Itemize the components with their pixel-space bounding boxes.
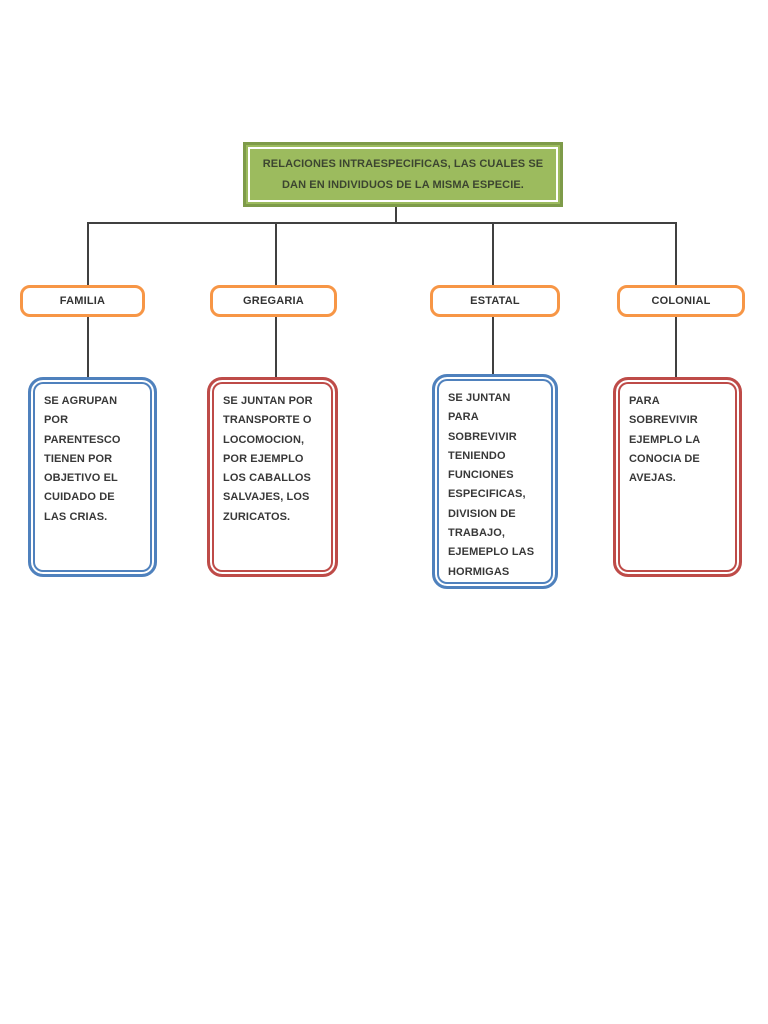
- connector-desc-estatal: [492, 317, 494, 374]
- category-label: COLONIAL: [651, 295, 711, 307]
- description-inner: SE JUNTAN PARA SOBREVIVIR TENIENDO FUNCI…: [435, 377, 555, 586]
- category-label: ESTATAL: [470, 295, 520, 307]
- connector-desc-colonial: [675, 317, 677, 377]
- description-node-gregaria: SE JUNTAN POR TRANSPORTE O LOCOMOCION, P…: [207, 377, 338, 577]
- description-inner: SE JUNTAN POR TRANSPORTE O LOCOMOCION, P…: [210, 380, 335, 574]
- category-label: FAMILIA: [59, 295, 106, 307]
- connector-drop-gregaria: [275, 222, 277, 285]
- description-inner: PARA SOBREVIVIR EJEMPLO LA CONOCIA DE AV…: [616, 380, 739, 574]
- title-node: RELACIONES INTRAESPECIFICAS, LAS CUALES …: [243, 142, 563, 207]
- category-node-colonial: COLONIAL: [617, 285, 745, 317]
- description-text: SE JUNTAN POR TRANSPORTE O LOCOMOCION, P…: [223, 395, 313, 523]
- category-node-familia: FAMILIA: [20, 285, 145, 317]
- connector-rail: [87, 222, 677, 224]
- connector-drop-estatal: [492, 222, 494, 285]
- connector-desc-gregaria: [275, 317, 277, 377]
- description-text: PARA SOBREVIVIR EJEMPLO LA CONOCIA DE AV…: [629, 395, 701, 485]
- description-node-estatal: SE JUNTAN PARA SOBREVIVIR TENIENDO FUNCI…: [432, 374, 558, 589]
- connector-drop-colonial: [675, 222, 677, 285]
- description-inner: SE AGRUPAN POR PARENTESCO TIENEN POR OBJ…: [31, 380, 154, 574]
- connector-desc-familia: [87, 317, 89, 377]
- description-text: SE AGRUPAN POR PARENTESCO TIENEN POR OBJ…: [44, 395, 121, 523]
- description-node-familia: SE AGRUPAN POR PARENTESCO TIENEN POR OBJ…: [28, 377, 157, 577]
- connector-drop-familia: [87, 222, 89, 285]
- category-node-gregaria: GREGARIA: [210, 285, 337, 317]
- connector-trunk: [395, 207, 397, 223]
- title-text: RELACIONES INTRAESPECIFICAS, LAS CUALES …: [262, 157, 544, 191]
- description-text: SE JUNTAN PARA SOBREVIVIR TENIENDO FUNCI…: [448, 392, 535, 578]
- category-node-estatal: ESTATAL: [430, 285, 560, 317]
- description-node-colonial: PARA SOBREVIVIR EJEMPLO LA CONOCIA DE AV…: [613, 377, 742, 577]
- category-label: GREGARIA: [243, 295, 304, 307]
